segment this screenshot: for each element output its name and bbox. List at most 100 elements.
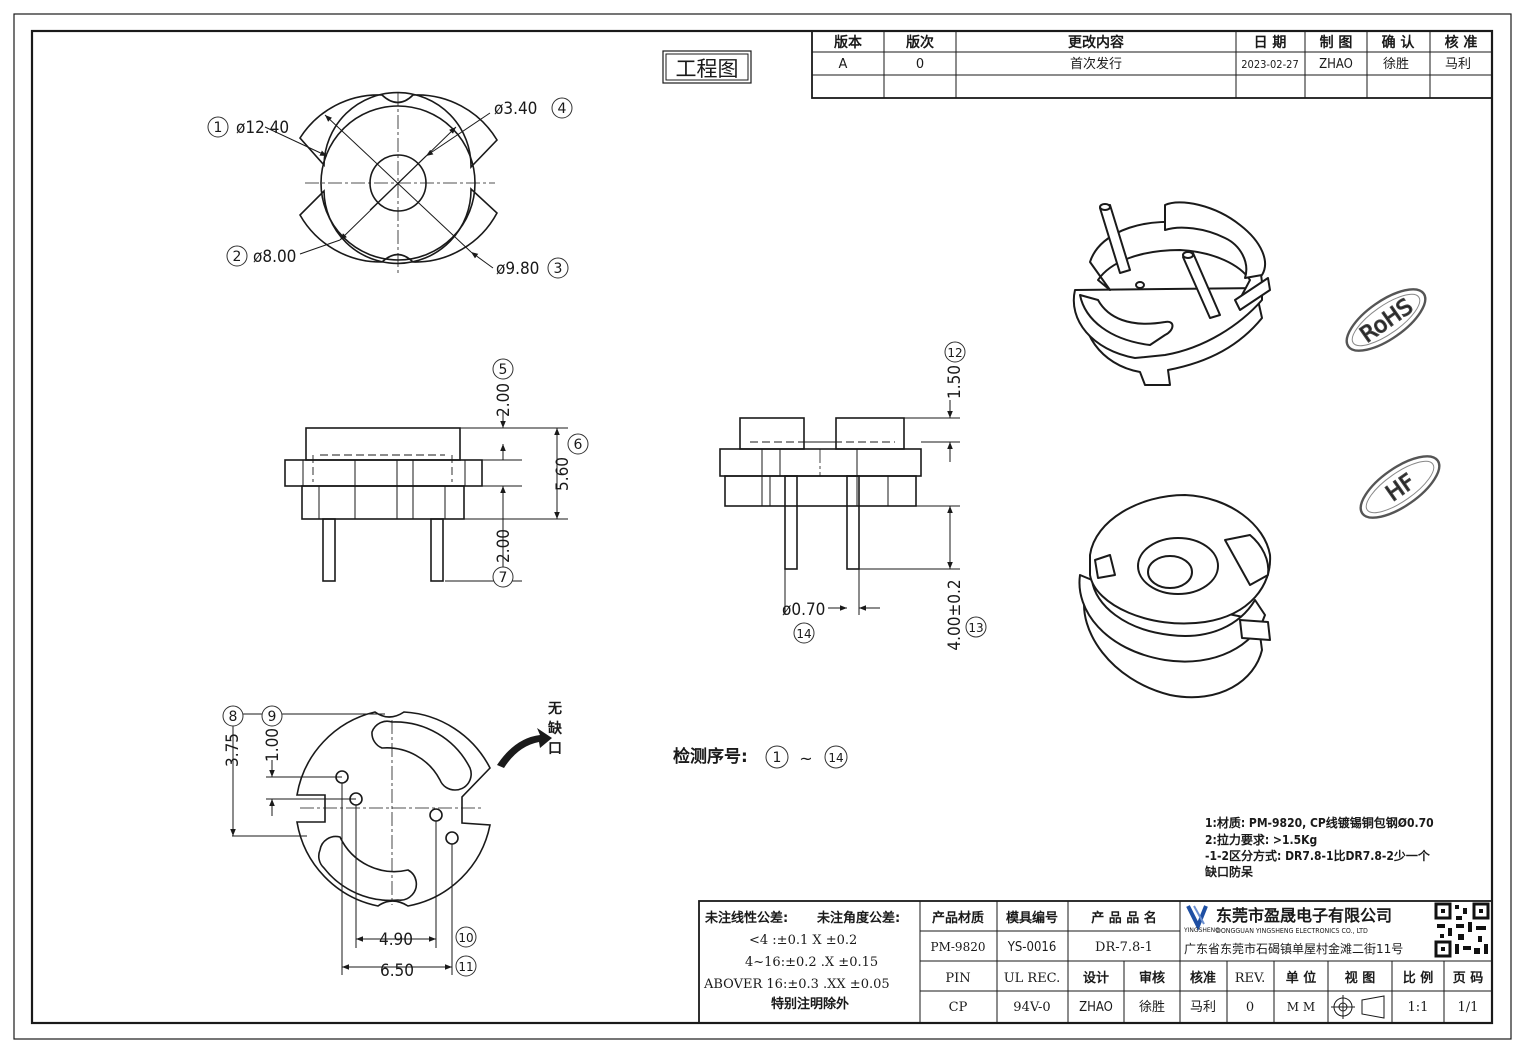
tb-value-pin: CP	[949, 1000, 968, 1015]
rev-cell-confirm: 徐胜	[1383, 57, 1409, 72]
dim-14-value: ø0.70	[782, 600, 825, 620]
dim-5: 5 2.00	[492, 358, 514, 417]
title-block: 未注线性公差: 未注角度公差: <4 :±0.1 X ±0.2 4~16:±0.…	[698, 900, 1493, 1024]
tb-value-ul: 94V-0	[1013, 1000, 1050, 1015]
dim-10-value: 4.90	[379, 930, 413, 950]
tb-value-page: 1/1	[1458, 1000, 1479, 1015]
rev-cell-date: 2023-02-27	[1241, 58, 1299, 71]
dim-11: 6.50 11	[380, 955, 477, 981]
dim-4-num: 4	[558, 101, 567, 117]
dim-1: 1 ø12.40	[207, 116, 289, 138]
dim-11-num: 11	[458, 960, 473, 974]
company-logo-icon: YINGSHENG	[1183, 905, 1220, 934]
dim-5-num: 5	[499, 362, 508, 378]
side-view	[719, 400, 960, 615]
inspection-from: 1	[773, 750, 782, 766]
tb-header-rev: REV.	[1235, 971, 1266, 986]
dim-9-value: 1.00	[263, 728, 283, 762]
dim-9: 9 1.00	[261, 705, 283, 762]
dim-3-value: ø9.80	[496, 259, 539, 279]
dim-6-value: 5.60	[553, 457, 573, 491]
dim-8-value: 3.75	[223, 733, 243, 767]
rev-header-version: 版本	[834, 34, 863, 51]
dim-4-value: ø3.40	[494, 99, 537, 119]
projection-symbol-icon	[1331, 995, 1385, 1019]
tb-value-scale: 1:1	[1408, 1000, 1429, 1015]
dim-12-value: 1.50	[945, 365, 965, 399]
inspection-separator: ~	[799, 749, 812, 768]
dim-9-num: 9	[268, 709, 277, 725]
tb-header-scale: 比 例	[1403, 970, 1434, 986]
dim-2: 2 ø8.00	[226, 245, 296, 267]
isometric-view-top	[1072, 201, 1271, 386]
dim-14-num: 14	[796, 627, 811, 641]
dim-12: 12 1.50	[944, 341, 966, 399]
revision-table: 版本 版次 更改内容 日 期 制 图 确 认 核 准 A 0 首次发行 2023…	[811, 30, 1493, 99]
company-brand: YINGSHENG	[1183, 927, 1220, 934]
tb-value-review: 徐胜	[1139, 1000, 1165, 1015]
tb-header-unit: 单 位	[1286, 970, 1317, 986]
tol-row-2: 4~16:±0.2 .X ±0.15	[745, 955, 878, 970]
rev-header-change: 更改内容	[1068, 34, 1124, 51]
tb-value-material: PM-9820	[931, 940, 986, 954]
dim-3-num: 3	[554, 261, 563, 277]
tb-header-ul: UL REC.	[1004, 971, 1061, 986]
tol-angular-label: 未注角度公差:	[816, 910, 900, 926]
dim-7: 2.00 7	[492, 529, 514, 588]
front-view	[284, 410, 568, 582]
dim-1-value: ø12.40	[236, 118, 289, 138]
no-notch-label: 无 缺 口	[547, 701, 563, 757]
tb-header-product: 产 品 品 名	[1091, 910, 1157, 926]
bottom-view	[230, 711, 552, 975]
tb-header-page: 页 码	[1453, 971, 1484, 986]
tb-value-product: DR-7.8-1	[1095, 940, 1153, 955]
rev-cell-approve: 马利	[1445, 57, 1471, 72]
tb-header-material: 产品材质	[932, 910, 984, 926]
dim-10: 4.90 10	[379, 926, 477, 950]
dim-13-value: 4.00±0.2	[945, 579, 965, 650]
rev-cell-drawn: ZHAO	[1319, 57, 1353, 72]
dim-2-num: 2	[233, 249, 242, 265]
top-view	[264, 91, 499, 275]
dim-7-num: 7	[499, 570, 508, 586]
inspection-label: 检测序号:	[673, 746, 748, 767]
tb-header-review: 审核	[1139, 970, 1165, 986]
dim-7-value: 2.00	[494, 529, 514, 563]
dim-6-num: 6	[574, 437, 583, 453]
hf-mark: HF	[1359, 455, 1441, 519]
tb-header-view: 视 图	[1345, 970, 1376, 986]
tb-header-mold: 模具编号	[1006, 910, 1058, 926]
outer-frame	[13, 13, 1512, 1040]
inspection-sequence: 检测序号: 1 ~ 14	[673, 745, 848, 769]
technical-notes: 1:材质: PM-9820, CP线镀锡铜包钢Ø0.70 2:拉力要求: >1.…	[1205, 815, 1434, 879]
tol-linear-label: 未注线性公差:	[704, 910, 788, 926]
dim-10-num: 10	[458, 931, 473, 945]
no-notch-char-1: 无	[547, 701, 562, 717]
dim-8: 8 3.75	[222, 705, 244, 767]
dim-1-num: 1	[214, 120, 223, 136]
inspection-to: 14	[828, 751, 843, 765]
no-notch-arrow	[497, 728, 552, 768]
isometric-view-bottom	[1078, 494, 1272, 699]
tb-header-approve: 核准	[1190, 970, 1216, 986]
rev-header-edition: 版次	[906, 34, 934, 51]
tol-row-3: ABOVER 16:±0.3 .XX ±0.05	[703, 977, 890, 992]
dim-3: ø9.80 3	[496, 257, 569, 279]
note-2: 2:拉力要求: >1.5Kg	[1205, 832, 1317, 847]
company-name-en: DONGGUAN YINGSHENG ELECTRONICS CO., LTD	[1216, 927, 1368, 935]
tb-header-pin: PIN	[945, 971, 970, 986]
rev-cell-version: A	[839, 57, 848, 72]
note-4: 缺口防呆	[1205, 864, 1253, 879]
rev-header-drawn: 制 图	[1320, 34, 1353, 51]
company-address: 广东省东莞市石碣镇单屋村金滩二街11号	[1184, 941, 1403, 956]
rev-header-date: 日 期	[1254, 35, 1287, 51]
dim-13: 4.00±0.2 13	[945, 579, 987, 651]
rev-header-confirm: 确 认	[1382, 34, 1416, 51]
dim-2-value: ø8.00	[253, 247, 296, 267]
dim-6: 6 5.60	[553, 433, 589, 491]
tb-header-design: 设计	[1083, 970, 1109, 986]
rev-header-approve: 核 准	[1445, 34, 1478, 51]
no-notch-char-3: 口	[548, 741, 562, 757]
tol-row-1: <4 :±0.1 X ±0.2	[749, 933, 857, 948]
